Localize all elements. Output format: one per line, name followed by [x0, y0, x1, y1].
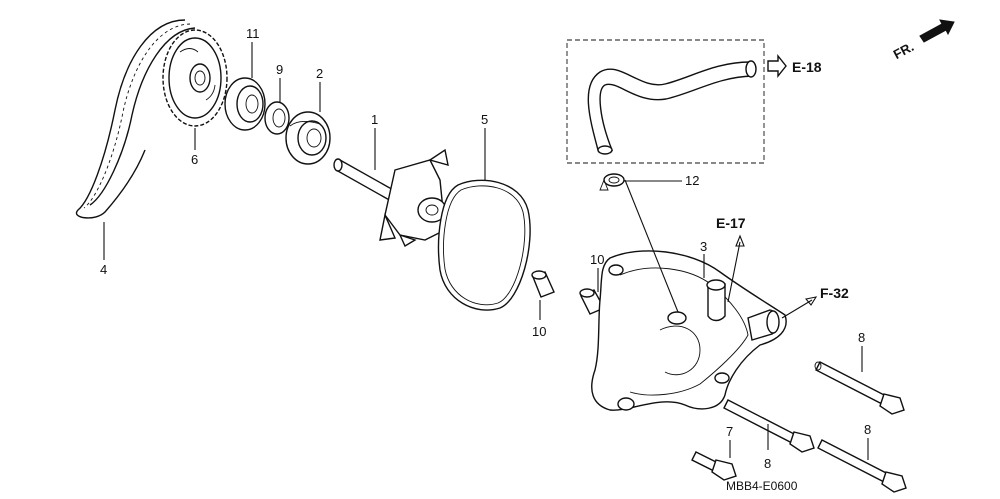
o-ring [437, 179, 531, 311]
callout-8-middle: 8 [764, 456, 771, 471]
callout-8-lower: 8 [864, 422, 871, 437]
leader-lines [103, 42, 869, 460]
dowel-pin-left [531, 270, 555, 298]
bolt-long-lower [817, 439, 907, 493]
cam-sprocket [162, 29, 228, 127]
reference-f32: F-32 [820, 285, 849, 301]
hose-clamp [599, 173, 625, 191]
callout-4: 4 [100, 262, 107, 277]
callout-11: 11 [246, 26, 260, 41]
mechanical-seal [285, 111, 331, 165]
oil-seal [264, 101, 290, 135]
bolt-long-upper [814, 361, 905, 415]
callout-6: 6 [191, 152, 198, 167]
water-pump-cover [591, 250, 787, 411]
hose-group [566, 39, 765, 164]
bearing [224, 77, 266, 131]
callout-7: 7 [726, 424, 733, 439]
callout-3: 3 [700, 239, 707, 254]
callout-10-upper: 10 [590, 252, 604, 267]
reference-e18: E-18 [792, 59, 822, 75]
bolt-long-middle [723, 399, 815, 453]
callout-2: 2 [316, 66, 323, 81]
callout-9: 9 [276, 62, 283, 77]
callout-10-lower: 10 [532, 324, 546, 339]
callout-8-upper: 8 [858, 330, 865, 345]
callout-5: 5 [481, 112, 488, 127]
e18-arrow [767, 54, 787, 78]
drawing-code: MBB4-E0600 [726, 479, 798, 493]
front-direction-label: FR. [891, 39, 917, 62]
front-direction-arrow-icon [919, 19, 955, 43]
callout-12: 12 [685, 173, 699, 188]
callout-1: 1 [371, 112, 378, 127]
reference-e17: E-17 [716, 215, 746, 231]
bolt-short [691, 451, 737, 481]
water-pump-shaft-impeller [333, 148, 449, 248]
